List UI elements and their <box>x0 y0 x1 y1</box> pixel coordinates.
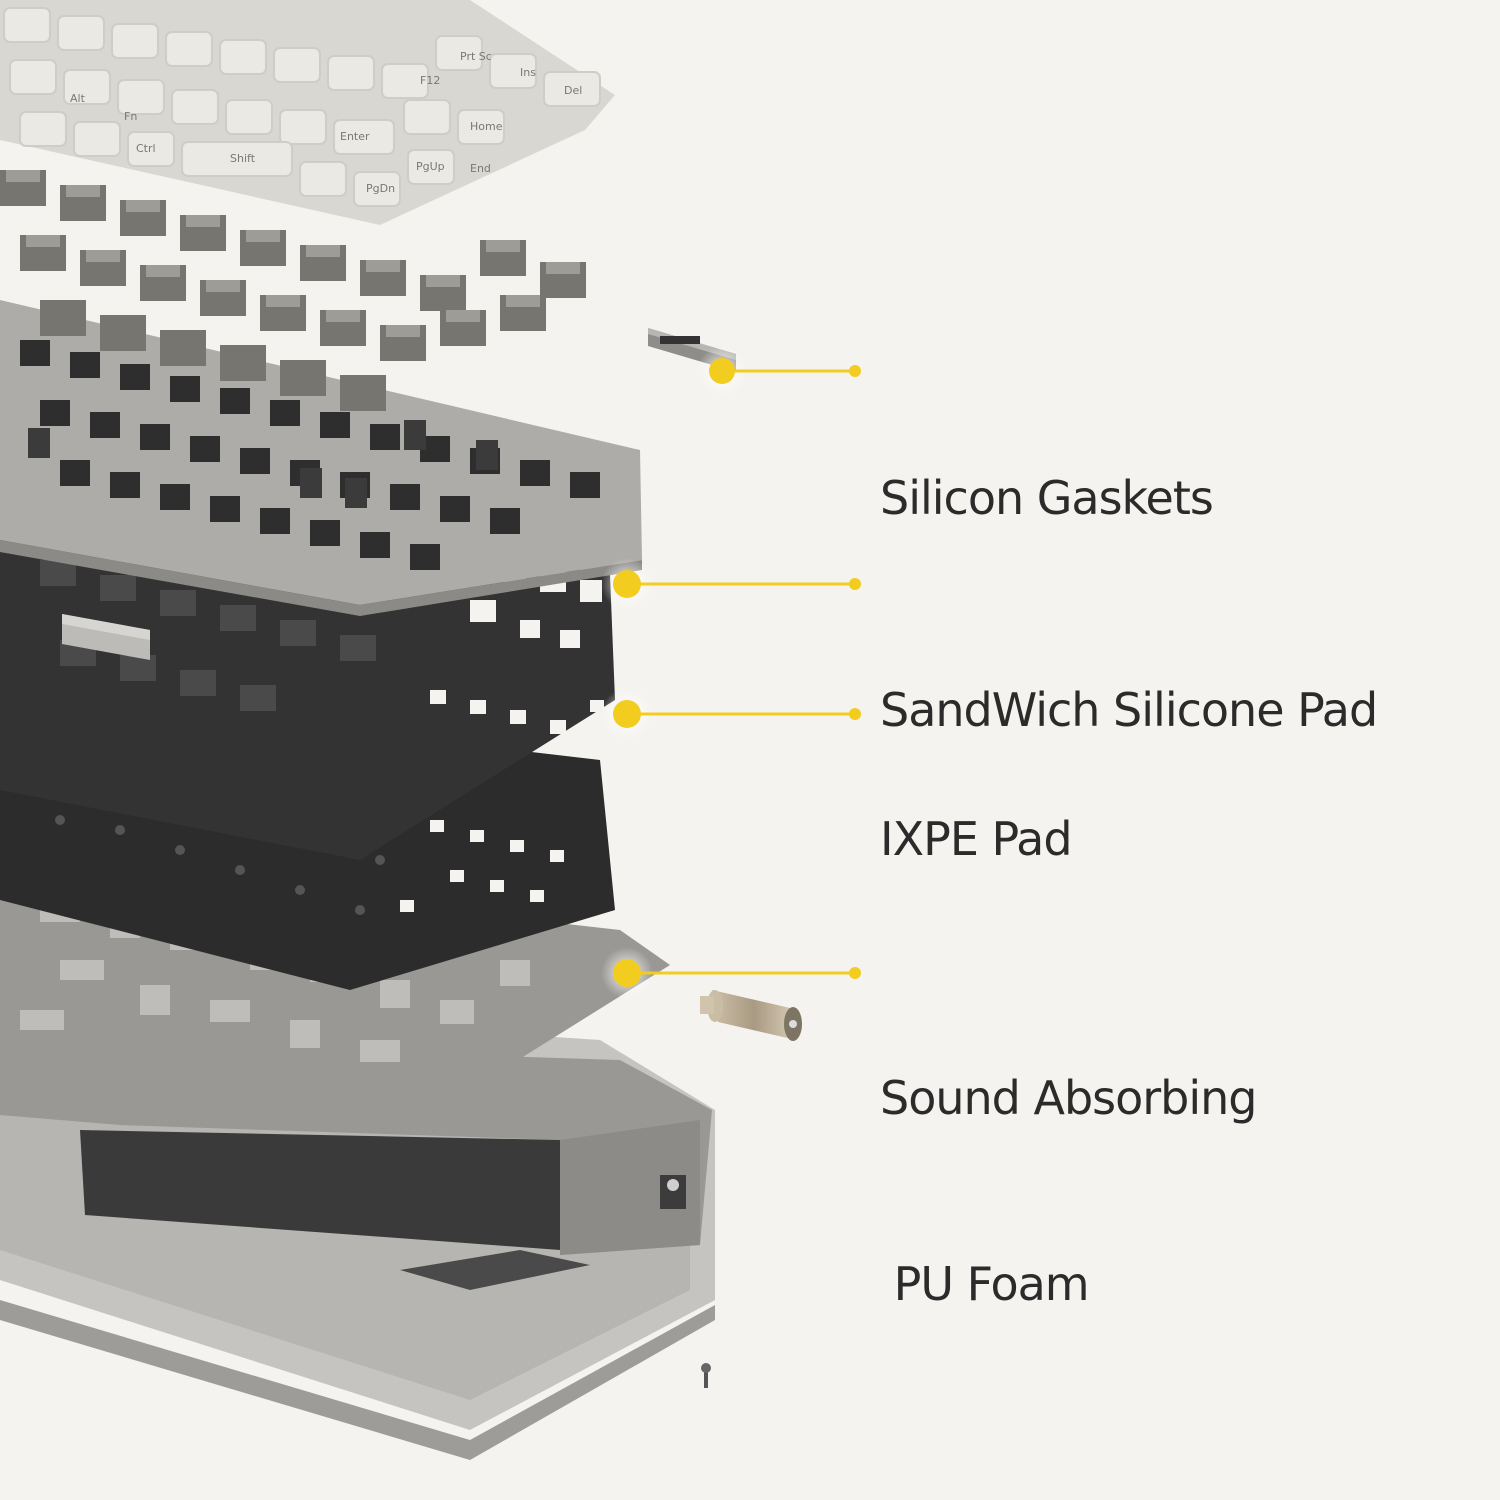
switch-array <box>0 170 586 411</box>
keycap-legend: Alt <box>70 92 86 105</box>
keycap-legend: PgDn <box>366 182 395 195</box>
callout-end-dot-sandwich-silicone-pad <box>849 578 861 590</box>
keycap-legend: Ins <box>520 66 536 79</box>
callout-anchor-dot-sound-absorbing-pu-foam <box>613 959 641 987</box>
callout-end-dot-silicon-gaskets <box>849 365 861 377</box>
keycap-legend: Del <box>564 84 582 97</box>
callout-line-text: PU Foam <box>880 1257 1090 1311</box>
callout-label-sound-absorbing-pu-foam: Sound Absorbing PU Foam <box>880 943 1257 1439</box>
callout-line-text: Silicon Gaskets <box>880 471 1214 525</box>
callout-anchor-dot-sandwich-silicone-pad <box>613 570 641 598</box>
keycap-legend: Fn <box>124 110 137 123</box>
keycap-set: F12 Prt Sc Ins Del Home End PgUp PgDn En… <box>0 0 615 225</box>
middle-frame <box>0 1040 712 1255</box>
pu-foam-standoff <box>700 990 802 1041</box>
callout-lines <box>601 346 861 999</box>
callout-line-text: SandWich Silicone Pad <box>880 683 1378 737</box>
keycap-legend: PgUp <box>416 160 445 173</box>
keycap-legend: End <box>470 162 491 175</box>
callout-line-text: IXPE Pad <box>880 812 1073 866</box>
callout-line-text: Sound Absorbing <box>880 1071 1257 1125</box>
callout-label-silicon-gaskets: Silicon Gaskets <box>880 343 1214 653</box>
switch-plate <box>0 300 642 616</box>
keycap-legend: Home <box>470 120 503 133</box>
callout-end-dot-sound-absorbing-pu-foam <box>849 967 861 979</box>
callout-anchor-dot-silicon-gaskets <box>709 358 735 384</box>
keycap-legend: Ctrl <box>136 142 156 155</box>
callout-anchor-dot-ixpe-pad <box>613 700 641 728</box>
keycap-legend: Enter <box>340 130 370 143</box>
callout-end-dot-ixpe-pad <box>849 708 861 720</box>
callout-label-ixpe-pad: IXPE Pad <box>880 684 1073 994</box>
keycap-legend: Shift <box>230 152 256 165</box>
keycap-legend: F12 <box>420 74 440 87</box>
keycap-legend: Prt Sc <box>460 50 492 63</box>
callout-label-sandwich-silicone-pad: SandWich Silicone Pad <box>880 555 1378 865</box>
stabilizer-parts <box>28 420 498 508</box>
